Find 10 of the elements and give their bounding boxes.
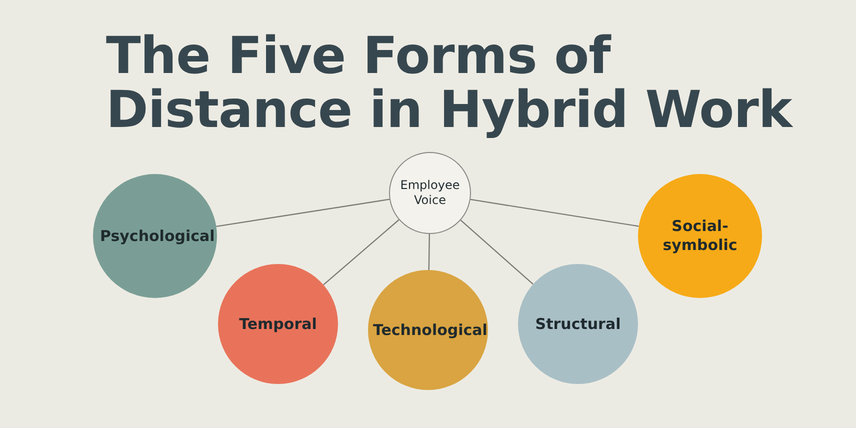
connector-line: [460, 220, 534, 285]
connector-line: [470, 198, 639, 227]
node-label: Temporal: [239, 314, 317, 334]
title: The Five Forms of Distance in Hybrid Work: [106, 30, 794, 138]
connector-line: [216, 198, 390, 228]
connector-line: [428, 234, 430, 270]
node-label: Structural: [535, 314, 621, 334]
connector-line: [323, 219, 400, 286]
node-label: Employee Voice: [400, 178, 460, 208]
node-label: Social-symbolic: [662, 217, 738, 255]
